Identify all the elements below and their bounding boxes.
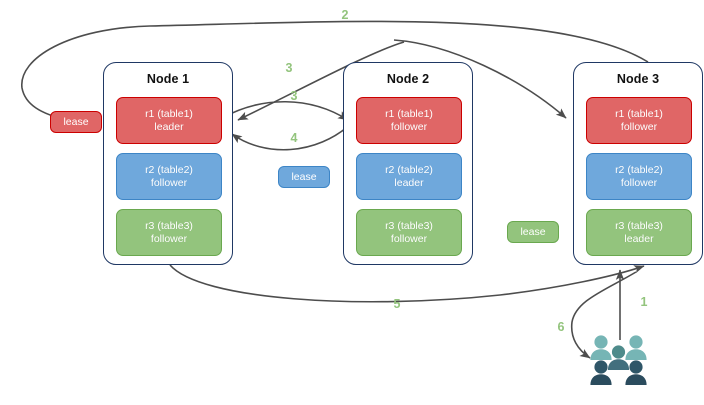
node-2-replica-2-role: leader xyxy=(394,176,424,189)
people-middle xyxy=(607,345,630,370)
step-2-label: 2 xyxy=(341,8,349,22)
node-2-replica-1-name: r1 (table1) xyxy=(385,107,433,120)
node-3-replica-3-role: leader xyxy=(624,232,654,245)
node-3-replica-2[interactable]: r2 (table2)follower xyxy=(586,153,692,200)
lease-green[interactable]: lease xyxy=(507,221,559,243)
node-1-replica-1[interactable]: r1 (table1)leader xyxy=(116,97,222,144)
node-3-replica-3[interactable]: r3 (table3)leader xyxy=(586,209,692,256)
node-2-title: Node 2 xyxy=(386,72,430,86)
node-1-title: Node 1 xyxy=(146,72,190,86)
node-1-replica-3-role: follower xyxy=(150,232,188,245)
node-1-replica-1-role: leader xyxy=(154,120,184,133)
node-2-replica-3-role: follower xyxy=(390,232,428,245)
node-1-replica-3-name: r3 (table3) xyxy=(145,219,193,232)
node-3-replica-2-name: r2 (table2) xyxy=(615,163,663,176)
step-3a-label: 3 xyxy=(285,61,293,75)
node-1-replica-1-name: r1 (table1) xyxy=(145,107,193,120)
node-3-title: Node 3 xyxy=(616,72,660,86)
node-2-replica-2-name: r2 (table2) xyxy=(385,163,433,176)
node-1-replica-2-role: follower xyxy=(150,176,188,189)
step-1-label: 1 xyxy=(640,295,648,309)
node-1-replica-2[interactable]: r2 (table2)follower xyxy=(116,153,222,200)
people-front-row xyxy=(590,360,647,385)
node-1-replica-2-name: r2 (table2) xyxy=(145,163,193,176)
node-3-replica-1-name: r1 (table1) xyxy=(615,107,663,120)
people-icon xyxy=(590,335,647,385)
edge-step-3b xyxy=(221,100,349,121)
step-5-label: 5 xyxy=(393,297,401,311)
step-3b-label: 3 xyxy=(290,89,298,103)
node-3-replica-2-role: follower xyxy=(620,176,658,189)
node-2-replica-3-name: r3 (table3) xyxy=(385,219,433,232)
lease-red[interactable]: lease xyxy=(50,111,102,133)
node-3-replica-3-name: r3 (table3) xyxy=(615,219,663,232)
node-2-replica-1-role: follower xyxy=(390,120,428,133)
lease-blue[interactable]: lease xyxy=(278,166,330,188)
edge-step-5 xyxy=(169,264,645,303)
node-2-replica-2[interactable]: r2 (table2)leader xyxy=(356,153,462,200)
step-4-label: 4 xyxy=(290,131,298,145)
node-2-replica-1[interactable]: r1 (table1)follower xyxy=(356,97,462,144)
node-2-replica-3[interactable]: r3 (table3)follower xyxy=(356,209,462,256)
people-back-row xyxy=(590,335,647,360)
node-3-replica-1-role: follower xyxy=(620,120,658,133)
node-3-replica-1[interactable]: r1 (table1)follower xyxy=(586,97,692,144)
node-1-replica-3[interactable]: r3 (table3)follower xyxy=(116,209,222,256)
step-6-label: 6 xyxy=(557,320,565,334)
